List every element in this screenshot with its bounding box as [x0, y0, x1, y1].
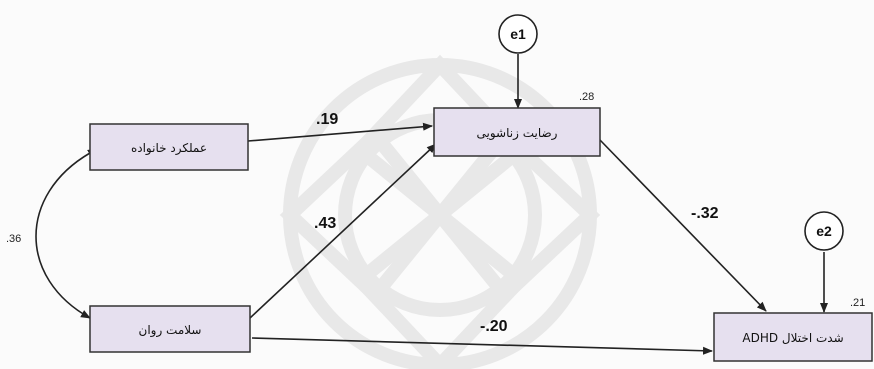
- node-mental-health: سلامت روان: [89, 305, 251, 353]
- node-marital-satisfaction: رضایت زناشویی: [433, 107, 601, 157]
- arrow-mental-to-marital: [249, 143, 437, 319]
- e1-label: e1: [510, 26, 526, 42]
- covariance-label: .36: [6, 233, 21, 245]
- node-adhd-severity: شدت اختلال ADHD: [713, 312, 873, 362]
- marital-satisfaction-label: رضایت زناشویی: [477, 126, 558, 141]
- coef-family-marital: .19: [316, 111, 338, 128]
- coef-mental-marital: .43: [314, 215, 336, 232]
- e2-label: e2: [816, 223, 832, 239]
- error-node-e2: e2: [804, 211, 844, 251]
- marital-r2-label: .28: [579, 91, 594, 103]
- coef-mental-adhd: -.20: [480, 318, 508, 335]
- coef-marital-adhd: -.32: [691, 205, 719, 222]
- adhd-r2-label: .21: [850, 297, 865, 309]
- arrow-marital-to-adhd: [599, 139, 767, 312]
- covariance-arrow-family-mental: [35, 148, 98, 319]
- error-node-e1: e1: [498, 14, 538, 54]
- adhd-severity-label: شدت اختلال ADHD: [742, 331, 843, 345]
- arrow-family-to-marital: [247, 122, 433, 142]
- node-family-functioning: عملکرد خانواده: [89, 123, 249, 171]
- mental-health-label: سلامت روان: [139, 323, 202, 338]
- arrow-mental-to-adhd: [251, 337, 713, 355]
- family-functioning-label: عملکرد خانواده: [131, 141, 207, 156]
